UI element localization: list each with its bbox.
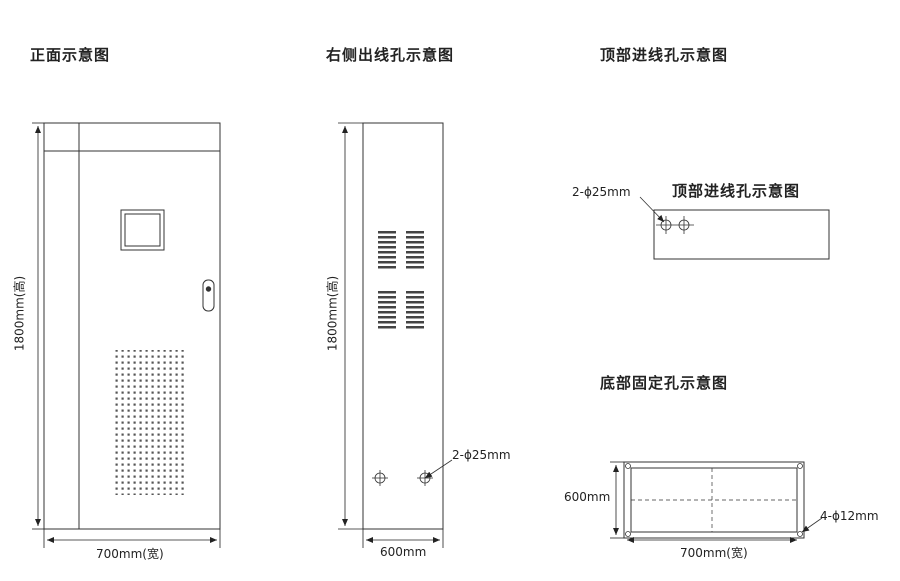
bottom-frame-outer bbox=[623, 461, 805, 539]
front-vent-grille bbox=[112, 350, 186, 495]
front-cabinet-outline bbox=[43, 122, 221, 530]
side-view-title: 右侧出线孔示意图 bbox=[326, 46, 455, 64]
side-height-dimension bbox=[338, 122, 363, 530]
top-view-title: 顶部进线孔示意图 bbox=[600, 46, 729, 64]
side-cabinet-outline bbox=[362, 122, 444, 530]
bottom-view bbox=[623, 461, 805, 539]
side-height-label: 1800mm(高) bbox=[325, 275, 340, 352]
door-lock bbox=[205, 286, 212, 292]
bottom-view-title: 底部固定孔示意图 bbox=[600, 374, 729, 392]
side-width-label: 600mm bbox=[380, 545, 427, 559]
side-width-dimension bbox=[362, 529, 444, 548]
front-width-label: 700mm(宽) bbox=[96, 547, 164, 561]
front-width-dimension bbox=[43, 529, 221, 548]
front-height-dimension bbox=[32, 122, 44, 530]
front-cabinet bbox=[43, 122, 221, 530]
bottom-depth-dimension bbox=[610, 461, 624, 539]
bottom-width-label: 700mm(宽) bbox=[680, 546, 748, 560]
bottom-fixing-holes bbox=[625, 463, 823, 537]
side-hole-label: 2-ϕ25mm bbox=[452, 448, 511, 462]
front-view-title: 正面示意图 bbox=[30, 46, 111, 64]
side-louvers bbox=[378, 231, 424, 329]
bottom-depth-label: 600mm bbox=[564, 490, 611, 504]
display-window-inner bbox=[124, 213, 161, 247]
bottom-hole-label: 4-ϕ12mm bbox=[820, 509, 879, 523]
front-height-label: 1800mm(高) bbox=[12, 275, 27, 352]
door-handle bbox=[202, 279, 215, 312]
top-plate-outline bbox=[653, 209, 830, 260]
side-cabinet bbox=[362, 122, 444, 530]
display-window-outer bbox=[120, 209, 165, 251]
top-hole-label: 2-ϕ25mm bbox=[572, 185, 631, 199]
top-view bbox=[653, 209, 830, 260]
side-cable-holes bbox=[372, 459, 453, 486]
top-view-inner-title: 顶部进线孔示意图 bbox=[672, 182, 801, 200]
top-cable-holes bbox=[639, 196, 694, 234]
